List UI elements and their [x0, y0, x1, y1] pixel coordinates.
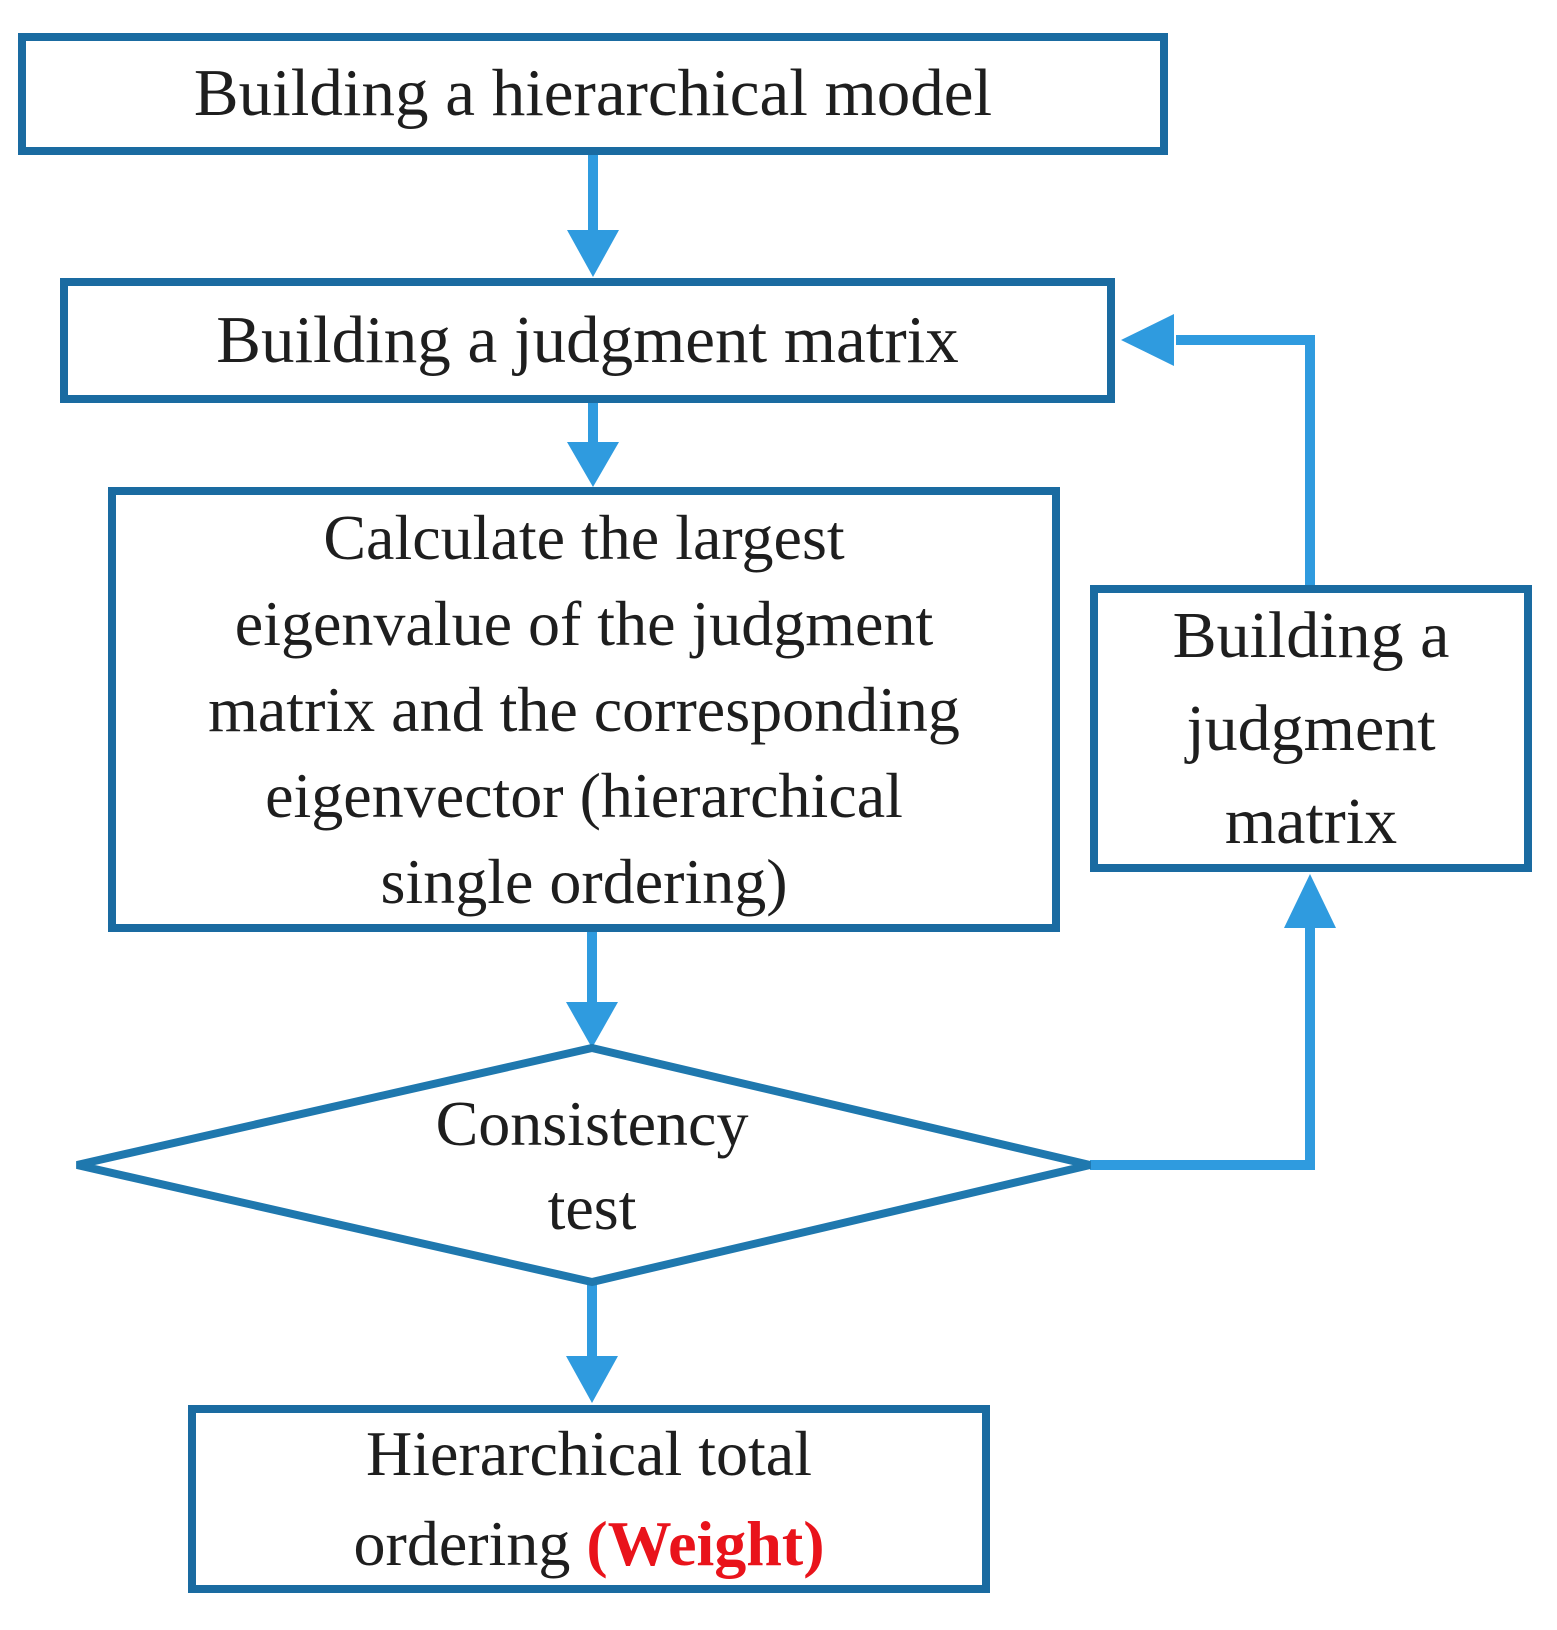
calc-line-3: matrix and the corresponding [208, 673, 960, 745]
rebuild-line-2: judgment [1186, 692, 1436, 765]
rebuild-line-3: matrix [1224, 785, 1398, 858]
node-build-judgment-matrix-label: Building a judgment matrix [216, 302, 959, 377]
loop-diamond-to-sidebox-line [1090, 926, 1315, 1170]
calc-line-1: Calculate the largest [323, 501, 845, 573]
ordering-line-2-text: ordering [353, 1508, 571, 1579]
ordering-line-1: Hierarchical total [366, 1418, 812, 1489]
arrow-diamond-to-ordering-head [566, 1356, 618, 1403]
calc-line-5: single ordering) [380, 845, 788, 917]
ordering-line-2: ordering (Weight) [354, 1499, 825, 1589]
calc-line-2: eigenvalue of the judgment [234, 587, 934, 659]
arrow-calc-to-diamond-head [566, 1002, 618, 1048]
calc-line-4: eigenvector (hierarchical [265, 759, 903, 831]
node-hierarchical-total-ordering: Hierarchical total ordering (Weight) [188, 1405, 990, 1593]
loop-diamond-to-sidebox-head [1284, 874, 1336, 928]
node-rebuild-judgment-matrix: Building a judgment matrix [1090, 585, 1532, 872]
consistency-line-2: test [547, 1172, 637, 1243]
rebuild-line-1: Building a [1172, 599, 1450, 672]
consistency-diamond-shape [76, 1043, 1091, 1287]
consistency-line-1: Consistency [435, 1088, 749, 1159]
arrow-model-to-matrix-head [567, 230, 619, 277]
node-consistency-test-label: Consistency test [292, 1082, 892, 1250]
node-calculate-eigenvalue: Calculate the largest eigenvalue of the … [108, 487, 1060, 932]
node-build-hierarchical-model-label: Building a hierarchical model [193, 56, 993, 131]
loop-sidebox-to-matrix-head [1121, 314, 1174, 366]
weight-highlight: (Weight) [586, 1508, 825, 1579]
node-calculate-eigenvalue-label: Calculate the largest eigenvalue of the … [208, 495, 960, 925]
node-build-hierarchical-model: Building a hierarchical model [18, 33, 1168, 155]
node-build-judgment-matrix: Building a judgment matrix [60, 278, 1115, 403]
node-rebuild-judgment-matrix-label: Building a judgment matrix [1173, 589, 1450, 868]
arrow-matrix-to-calc-head [567, 442, 619, 487]
node-hierarchical-total-ordering-label: Hierarchical total ordering (Weight) [354, 1409, 825, 1589]
loop-sidebox-to-matrix-line [1176, 335, 1315, 585]
